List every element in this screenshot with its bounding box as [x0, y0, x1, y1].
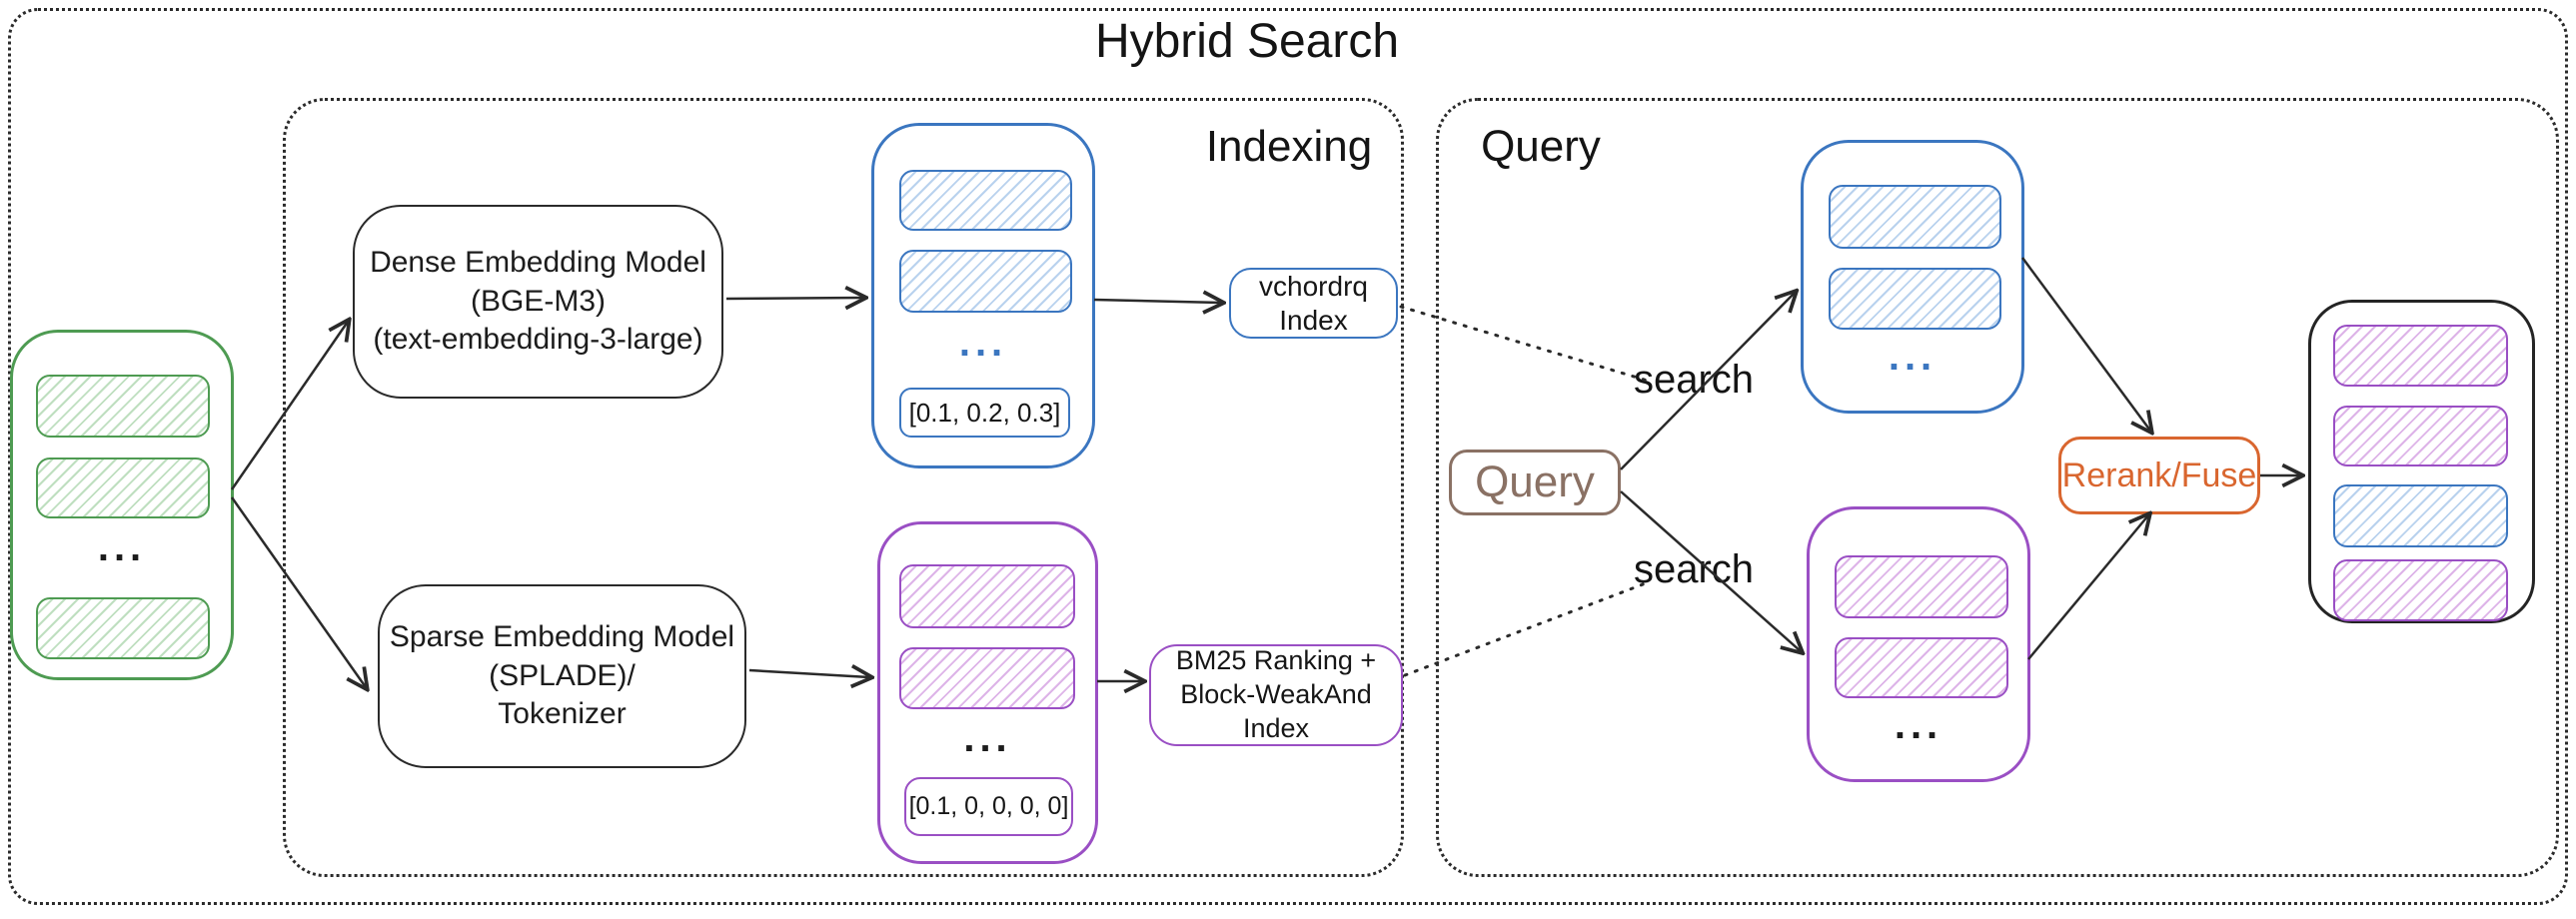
sparse-model-line3: Tokenizer: [498, 697, 627, 731]
query-sparse-result-row: [1835, 555, 2008, 618]
sparse-index-line2: Block-WeakAnd Index: [1180, 679, 1372, 743]
query-dense-results-stack: ...: [1801, 140, 2024, 414]
vchordrq-index-node: vchordrq Index: [1229, 268, 1398, 339]
fused-results-stack: [2308, 300, 2535, 623]
fused-result-row-sparse: [2333, 325, 2508, 387]
dense-model-line2: (BGE-M3): [471, 284, 606, 318]
dense-vector-stack: ... [0.1, 0.2, 0.3]: [871, 123, 1095, 468]
fused-result-row-sparse: [2333, 406, 2508, 466]
dense-embedding-model-node: Dense Embedding Model (BGE-M3) (text-emb…: [353, 205, 723, 399]
query-node: Query: [1449, 450, 1621, 515]
document-row: [36, 375, 210, 438]
dense-model-line3: (text-embedding-3-large): [373, 323, 703, 357]
sparse-vector-sample: [0.1, 0, 0, 0, 0]: [904, 777, 1073, 836]
rerank-fuse-node: Rerank/Fuse: [2058, 437, 2260, 514]
query-sparse-results-ellipsis: ...: [1894, 703, 1943, 747]
query-dense-result-row: [1829, 268, 2001, 330]
dense-vector-row: [899, 170, 1072, 231]
query-panel: [1436, 98, 2559, 877]
dense-vector-row: [899, 250, 1072, 313]
sparse-index-line1: BM25 Ranking +: [1175, 645, 1377, 676]
query-dense-result-row: [1829, 185, 2001, 249]
indexing-panel-label: Indexing: [1205, 122, 1373, 171]
sparse-model-line1: Sparse Embedding Model: [389, 620, 735, 654]
document-stack: ...: [10, 330, 234, 680]
sparse-vector-ellipsis: ...: [963, 716, 1012, 760]
dense-vector-ellipsis: ...: [958, 321, 1008, 365]
query-sparse-result-row: [1835, 637, 2008, 698]
query-panel-label: Query: [1481, 122, 1601, 171]
sparse-vector-row: [899, 564, 1075, 628]
document-stack-ellipsis: ...: [97, 525, 147, 569]
dense-index-line1: vchordrq: [1259, 270, 1368, 302]
bm25-index-node: BM25 Ranking + Block-WeakAnd Index: [1149, 644, 1403, 746]
dense-vector-sample: [0.1, 0.2, 0.3]: [899, 388, 1070, 438]
search-label-sparse: search: [1633, 547, 1755, 591]
sparse-vector-stack: ... [0.1, 0, 0, 0, 0]: [877, 521, 1098, 864]
query-dense-results-ellipsis: ...: [1888, 335, 1937, 379]
document-row: [36, 458, 210, 518]
search-label-dense: search: [1633, 358, 1755, 402]
dense-model-line1: Dense Embedding Model: [370, 246, 706, 280]
hybrid-search-outer-panel: [8, 8, 2568, 905]
dense-index-line2: Index: [1279, 304, 1348, 336]
fused-result-row-dense: [2333, 484, 2508, 547]
fused-result-row-sparse: [2333, 559, 2508, 621]
document-row: [36, 597, 210, 659]
sparse-model-line2: (SPLADE)/: [489, 658, 636, 692]
sparse-embedding-model-node: Sparse Embedding Model (SPLADE)/ Tokeniz…: [378, 584, 746, 768]
sparse-vector-row: [899, 647, 1075, 709]
diagram-title: Hybrid Search: [1094, 15, 1400, 68]
query-sparse-results-stack: ...: [1807, 506, 2030, 782]
